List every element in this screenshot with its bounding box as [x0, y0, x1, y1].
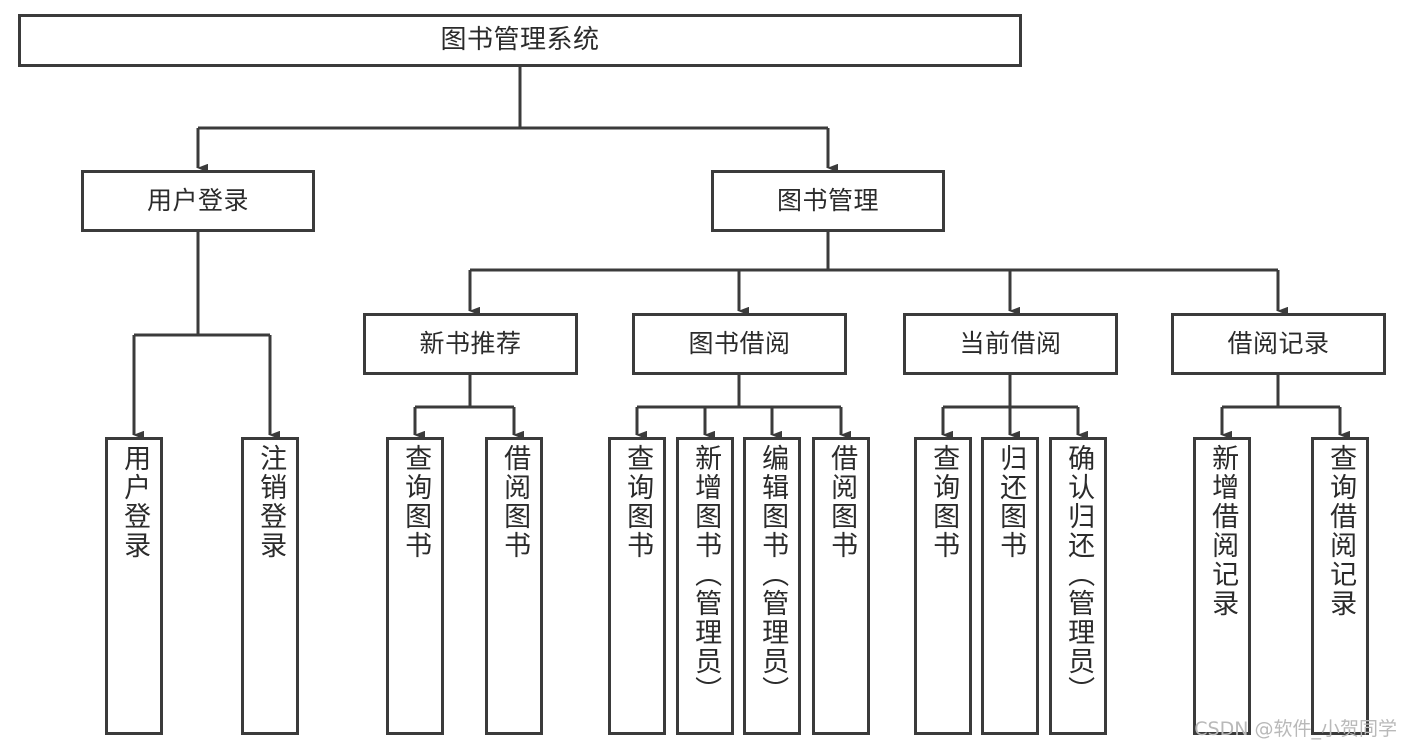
leaf-current-confirm-return[interactable]: 确认归还（管理员）: [1049, 437, 1107, 735]
leaf-borrow-query-book[interactable]: 查询图书: [608, 437, 666, 735]
node-label: 借阅图书: [499, 444, 531, 560]
node-user-login[interactable]: 用户登录: [81, 170, 315, 232]
csdn-watermark: CSDN @软件_小贺同学: [1194, 718, 1397, 740]
node-label: 查询图书: [622, 444, 654, 560]
node-label: 借阅记录: [1227, 329, 1330, 358]
node-label: 编辑图书（管理员）: [757, 444, 789, 705]
node-label: 图书管理系统: [440, 24, 600, 55]
node-root-system[interactable]: 图书管理系统: [18, 14, 1022, 67]
node-book-borrow[interactable]: 图书借阅: [632, 313, 847, 375]
node-label: 图书借阅: [688, 329, 791, 358]
node-new-book-recommend[interactable]: 新书推荐: [363, 313, 578, 375]
leaf-user-login[interactable]: 用户登录: [105, 437, 163, 735]
node-label: 用户登录: [119, 444, 151, 560]
leaf-record-add-record[interactable]: 新增借阅记录: [1193, 437, 1251, 735]
leaf-borrow-edit-book[interactable]: 编辑图书（管理员）: [743, 437, 801, 735]
node-current-borrow[interactable]: 当前借阅: [903, 313, 1118, 375]
node-label: 新增图书（管理员）: [690, 444, 722, 705]
node-book-management[interactable]: 图书管理: [711, 170, 945, 232]
node-label: 归还图书: [995, 444, 1027, 560]
node-label: 确认归还（管理员）: [1063, 444, 1095, 705]
leaf-current-query-book[interactable]: 查询图书: [914, 437, 972, 735]
node-label: 图书管理: [776, 186, 879, 215]
node-label: 借阅图书: [826, 444, 858, 560]
node-label: 新书推荐: [419, 329, 522, 358]
node-label: 查询借阅记录: [1325, 444, 1357, 618]
leaf-recommend-borrow-book[interactable]: 借阅图书: [485, 437, 543, 735]
node-label: 新增借阅记录: [1207, 444, 1239, 618]
leaf-current-return-book[interactable]: 归还图书: [981, 437, 1039, 735]
leaf-borrow-add-book[interactable]: 新增图书（管理员）: [676, 437, 734, 735]
node-label: 注销登录: [255, 444, 287, 560]
leaf-record-query-record[interactable]: 查询借阅记录: [1311, 437, 1369, 735]
leaf-borrow-borrow-book[interactable]: 借阅图书: [812, 437, 870, 735]
node-label: 当前借阅: [959, 329, 1062, 358]
leaf-user-logout[interactable]: 注销登录: [241, 437, 299, 735]
node-borrow-record[interactable]: 借阅记录: [1171, 313, 1386, 375]
node-label: 用户登录: [146, 186, 249, 215]
leaf-recommend-query-book[interactable]: 查询图书: [386, 437, 444, 735]
node-label: 查询图书: [928, 444, 960, 560]
node-label: 查询图书: [400, 444, 432, 560]
